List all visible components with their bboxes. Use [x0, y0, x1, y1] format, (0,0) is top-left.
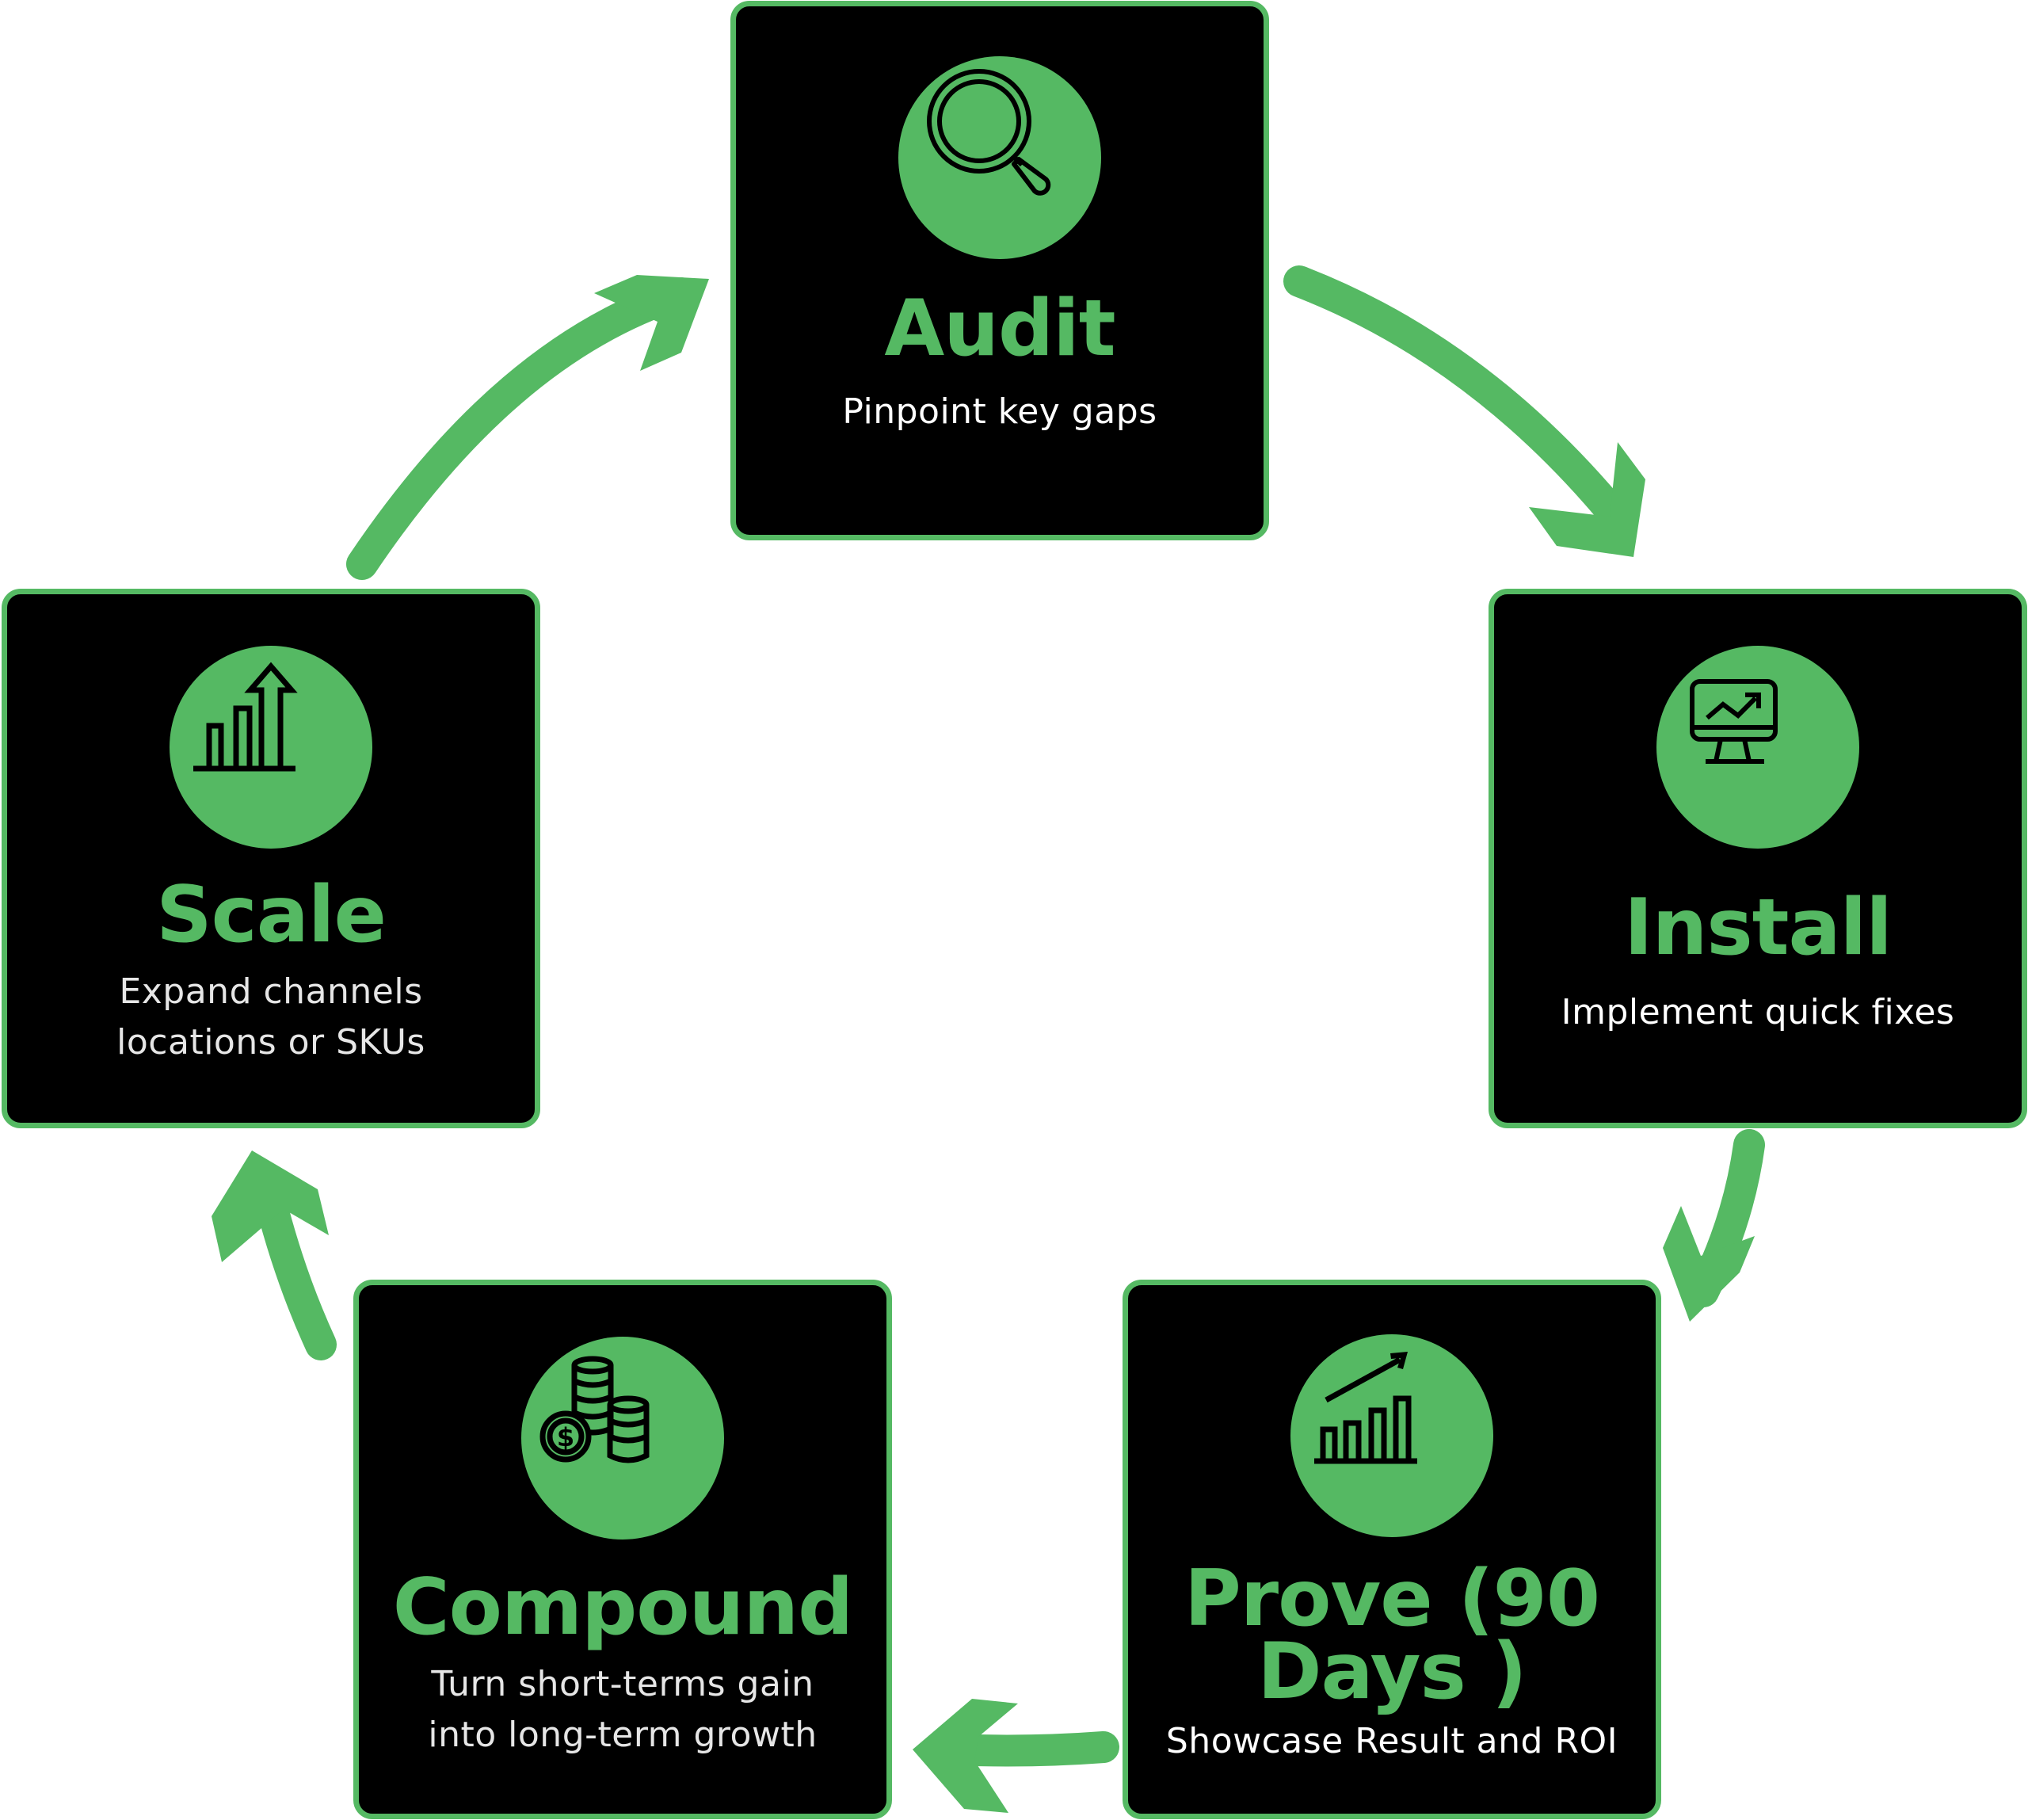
- icon-badge: [1656, 646, 1859, 849]
- step-card-scale: Scale Expand channels locations or SKUs: [2, 589, 540, 1128]
- icon-badge: [898, 56, 1101, 259]
- coin-stacks-icon: $: [539, 1356, 650, 1463]
- step-title: Prove (90 Days ): [1184, 1554, 1600, 1717]
- step-subtitle: Pinpoint key gaps: [842, 391, 1157, 432]
- arrow-scale-to-audit: [346, 277, 697, 580]
- arrowhead-audit-to-install: [1529, 442, 1645, 557]
- step-subtitle: Expand channels locations or SKUs: [116, 971, 425, 1063]
- icon-badge: $: [521, 1337, 724, 1540]
- growth-chart-arrow-icon: [193, 662, 298, 772]
- step-card-compound: $ Compound Turn short-terms gain into lo…: [353, 1280, 892, 1819]
- step-title: Scale: [156, 870, 387, 960]
- bar-chart-trend-icon: [1314, 1352, 1417, 1464]
- icon-badge: [170, 646, 372, 849]
- arrowhead-scale-to-audit: [594, 275, 709, 371]
- arrow-audit-to-install: [1283, 265, 1624, 523]
- step-title: Compound: [392, 1562, 854, 1653]
- step-card-prove: Prove (90 Days ) Showcase Result and ROI: [1123, 1280, 1661, 1819]
- step-title: Install: [1624, 883, 1893, 973]
- step-subtitle: Showcase Result and ROI: [1165, 1721, 1618, 1761]
- arrowhead-prove-to-compound: [913, 1699, 1018, 1813]
- step-subtitle: Turn short-terms gain into long-term gro…: [428, 1664, 818, 1755]
- step-card-audit: Audit Pinpoint key gaps: [730, 1, 1269, 540]
- step-card-install: Install Implement quick fixes: [1489, 589, 2027, 1128]
- magnifying-glass-icon: [927, 69, 1051, 196]
- arrowhead-install-to-prove: [1663, 1206, 1755, 1322]
- svg-text:$: $: [557, 1422, 574, 1452]
- arrowhead-compound-to-scale: [212, 1150, 329, 1262]
- icon-badge: [1290, 1334, 1493, 1537]
- step-title: Audit: [884, 284, 1115, 374]
- monitor-chart-icon: [1690, 679, 1778, 764]
- step-subtitle: Implement quick fixes: [1561, 992, 1955, 1032]
